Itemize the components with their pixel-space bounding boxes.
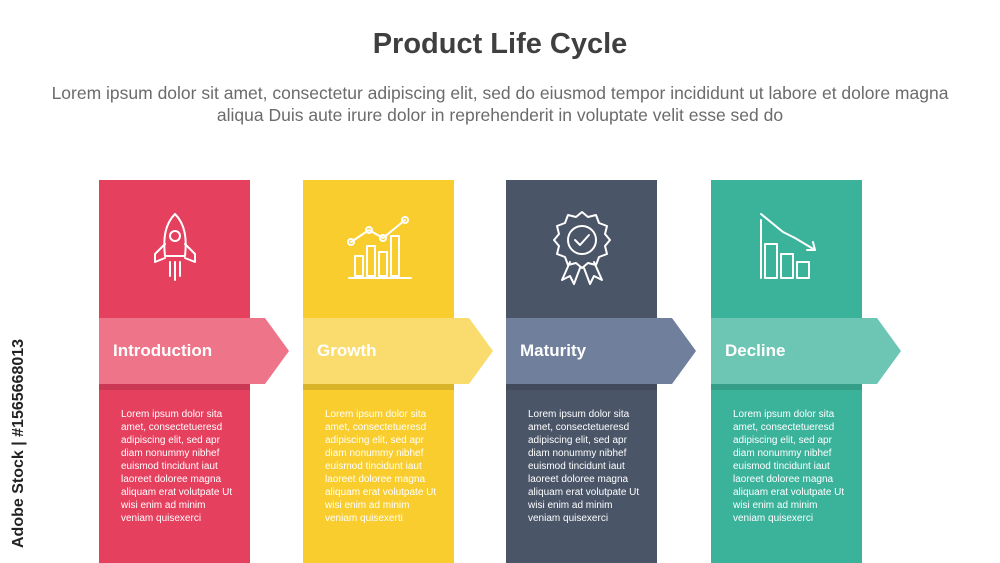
stage-introduction: Introduction Lorem ipsum dolor sita amet… (99, 180, 289, 563)
side-watermark-text: Adobe Stock | #1565668013 (10, 338, 27, 548)
page-subtitle: Lorem ipsum dolor sit amet, consectetur … (51, 83, 949, 125)
stage-arrow: Maturity (506, 318, 696, 384)
rocket-icon (99, 206, 250, 288)
stage-divider (711, 384, 862, 390)
stage-divider (303, 384, 454, 390)
stage-divider (506, 384, 657, 390)
stage-arrow: Introduction (99, 318, 289, 384)
stage-decline: Decline Lorem ipsum dolor sita amet, con… (711, 180, 901, 563)
stage-arrow: Decline (711, 318, 901, 384)
stage-description: Lorem ipsum dolor sita amet, consectetue… (528, 409, 640, 524)
decline-chart-icon (711, 206, 862, 288)
stage-description: Lorem ipsum dolor sita amet, consectetue… (733, 409, 845, 524)
award-badge-icon (506, 206, 657, 288)
growth-chart-icon (303, 206, 454, 288)
stage-description: Lorem ipsum dolor sita amet, consectetue… (325, 409, 437, 524)
stage-arrow: Growth (303, 318, 493, 384)
stage-label: Introduction (113, 341, 213, 360)
stage-label: Maturity (520, 341, 587, 360)
stage-divider (99, 384, 250, 390)
stage-growth: Growth Lorem ipsum dolor sita amet, cons… (303, 180, 493, 563)
page-title: Product Life Cycle (372, 28, 628, 60)
stage-maturity: Maturity Lorem ipsum dolor sita amet, co… (506, 180, 696, 563)
stage-label: Decline (725, 341, 786, 360)
stage-description: Lorem ipsum dolor sita amet, consectetue… (121, 409, 233, 524)
stage-label: Growth (317, 341, 377, 360)
